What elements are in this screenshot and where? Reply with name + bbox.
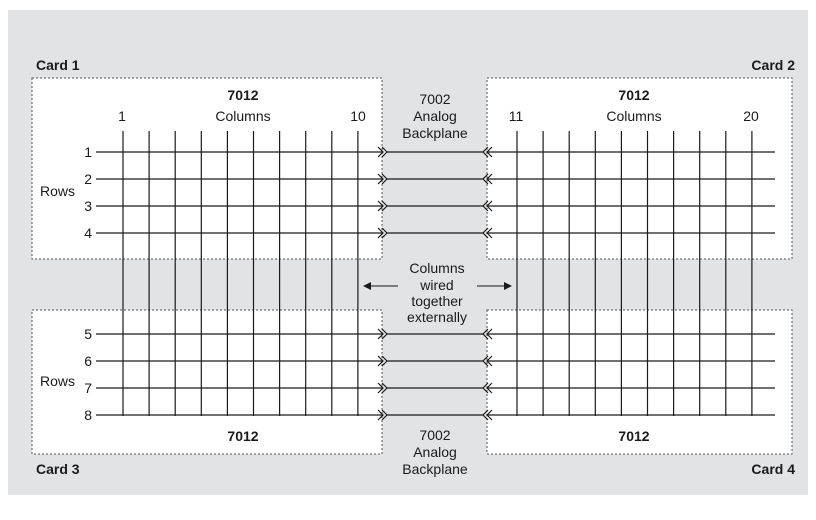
card-1-model: 7012 [227,87,258,103]
connector-right-3 [482,200,493,212]
row-label-5: 5 [84,326,92,342]
row-label-6: 6 [84,353,92,369]
card-2-col-end: 20 [743,108,759,124]
connector-left-3 [377,200,388,212]
connector-left-7 [377,382,388,394]
connector-right-6 [482,355,493,367]
row-label-1: 1 [84,144,92,160]
connector-left-5 [377,328,388,340]
row-label-7: 7 [84,380,92,396]
connector-right-4 [482,227,493,239]
row-label-3: 3 [84,198,92,214]
row-label-4: 4 [84,225,92,241]
backplane-top-line2: Analog [413,108,457,124]
columns-note-line4: externally [407,309,467,325]
connector-right-2 [482,173,493,185]
connector-left-1 [377,146,388,158]
backplane-top-line1: 7002 [419,91,450,107]
backplane-bottom-line3: Backplane [402,461,468,477]
card-2-col-start: 11 [509,108,524,124]
columns-note-line2: wired [419,277,453,293]
card-3-title: Card 3 [36,461,80,477]
card-1-box [31,77,383,260]
card-2-title: Card 2 [751,57,795,73]
connector-right-5 [482,328,493,340]
backplane-bottom-line1: 7002 [419,427,450,443]
columns-note-line1: Columns [409,260,464,276]
card-3-model: 7012 [227,428,258,444]
card-2-columns-label: Columns [606,108,661,124]
row-label-2: 2 [84,171,92,187]
card-4-title: Card 4 [751,461,795,477]
backplane-top-line3: Backplane [402,125,468,141]
row-label-8: 8 [84,407,92,423]
card-1-col-start: 1 [118,108,126,124]
connector-right-7 [482,382,493,394]
connector-left-8 [377,409,388,421]
rows-label-bottom: Rows [40,373,75,389]
connector-left-4 [377,227,388,239]
connector-left-6 [377,355,388,367]
card-1-title: Card 1 [36,57,80,73]
card-1-col-end: 10 [350,108,366,124]
rows-label-top: Rows [40,183,75,199]
connector-right-8 [482,409,493,421]
card-1-columns-label: Columns [215,108,270,124]
card-2-model: 7012 [618,87,649,103]
matrix-grid [96,131,775,421]
connector-left-2 [377,173,388,185]
connector-right-1 [482,146,493,158]
backplane-bottom-line2: Analog [413,444,457,460]
card-4-model: 7012 [618,428,649,444]
columns-note-line3: together [411,293,463,309]
card-2-box [486,77,793,260]
